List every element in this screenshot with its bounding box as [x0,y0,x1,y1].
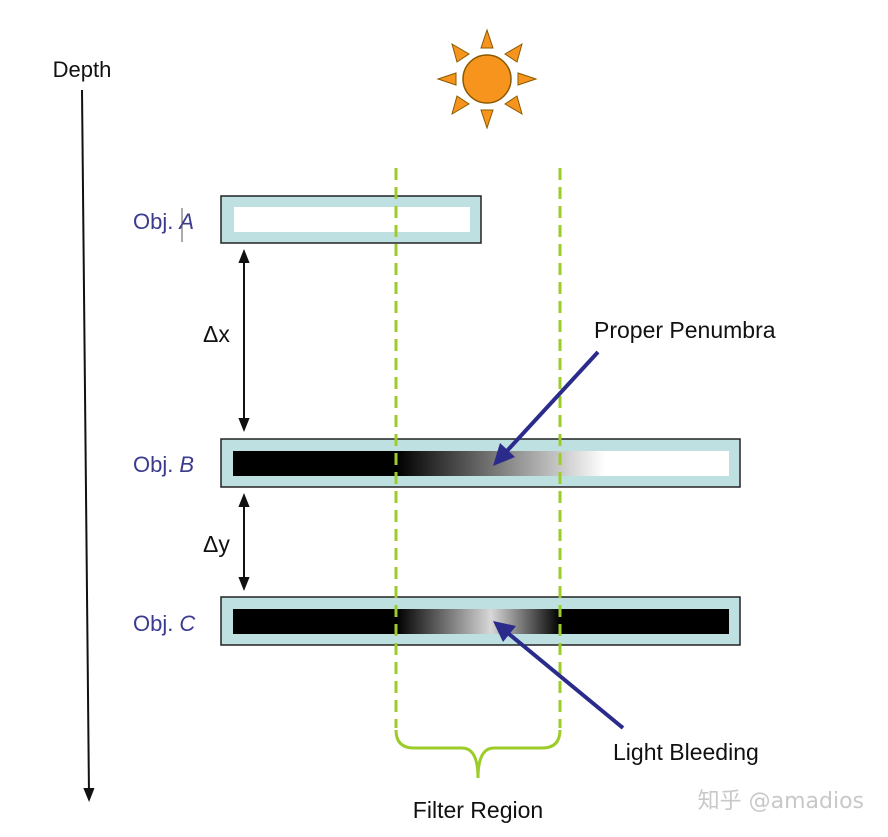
object-b-label: Obj.B [133,452,194,477]
proper-penumbra-label: Proper Penumbra [594,317,776,343]
sun-icon [436,28,538,130]
object-b [220,438,741,488]
depth-label: Depth [53,57,112,82]
proper-penumbra-arrowhead [493,443,515,466]
light-bleeding-label: Light Bleeding [613,739,759,765]
delta-x-label: Δx [203,321,230,347]
object-c-label: Obj.C [133,611,195,636]
depth-axis-arrow [81,89,95,802]
watermark: 知乎 @amadios [698,789,864,814]
object-a [220,195,482,244]
object-a-label: Obj.A [133,209,194,234]
filter-region-label: Filter Region [413,797,543,823]
filter-region-brace [394,729,562,779]
light-bleeding-arrowhead [493,621,516,642]
light-bleeding-arrow [507,632,625,730]
proper-penumbra-arrow [504,350,600,454]
delta-y-label: Δy [203,531,230,557]
object-c [220,596,741,646]
